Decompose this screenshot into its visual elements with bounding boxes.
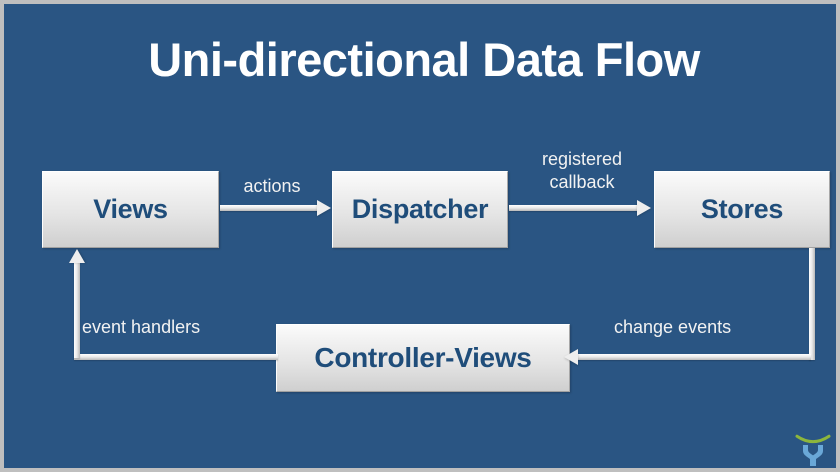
edge-label-registered-callback: registered callback	[541, 149, 623, 192]
arrow-dispatcher-to-stores-line	[509, 205, 637, 211]
edge-label-event-handlers: event handlers	[82, 317, 201, 337]
edge-label-change-events: change events	[614, 317, 732, 337]
arrow-stores-to-controller-horizontal-line	[577, 354, 811, 360]
node-controller-views-label: Controller-Views	[314, 342, 532, 373]
node-controller-views[interactable]: Controller-Views	[276, 324, 570, 392]
node-views-label: Views	[93, 194, 168, 224]
arrow-dispatcher-to-stores-head-icon	[637, 200, 651, 216]
node-views[interactable]: Views	[42, 171, 219, 248]
arrow-controller-to-views-head-icon	[69, 249, 85, 263]
arrow-stores-to-controller-vertical-line	[809, 248, 815, 360]
arrow-controller-to-views-vertical-line	[74, 262, 80, 358]
arrow-controller-to-views-horizontal-line	[74, 354, 278, 360]
arrow-views-to-dispatcher-line	[220, 205, 320, 211]
node-stores[interactable]: Stores	[654, 171, 830, 248]
x-logo	[795, 434, 831, 466]
edge-label-actions: actions	[243, 176, 301, 196]
arrow-views-to-dispatcher-head-icon	[317, 200, 331, 216]
node-dispatcher-label: Dispatcher	[351, 194, 489, 224]
arrow-stores-to-controller-head-icon	[564, 349, 578, 365]
slide-title: Uni-directional Data Flow	[148, 33, 700, 86]
node-stores-label: Stores	[700, 194, 784, 224]
slide-content: Uni-directional Data Flow Views Dispatch…	[4, 4, 836, 468]
node-dispatcher[interactable]: Dispatcher	[332, 171, 508, 248]
